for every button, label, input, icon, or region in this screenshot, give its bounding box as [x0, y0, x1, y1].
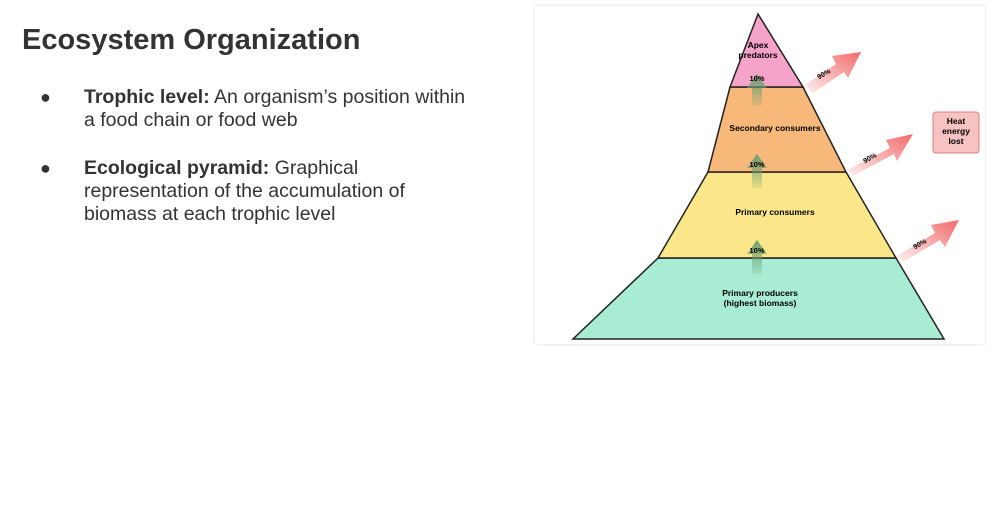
- transfer-percent-label: 10%: [749, 160, 764, 169]
- transfer-percent-label: 10%: [749, 246, 764, 255]
- tier-label: (highest biomass): [724, 298, 797, 308]
- transfer-percent-label: 10%: [749, 74, 764, 83]
- tier-label: Primary consumers: [735, 207, 815, 217]
- heat-loss-arrow: [847, 134, 913, 176]
- heat-loss-arrow: [897, 220, 959, 262]
- energy-transfer-arrow: [747, 154, 767, 188]
- heat-loss-arrow: [805, 52, 861, 93]
- tier-label: predators: [738, 50, 777, 60]
- ecological-pyramid-figure: Heat energy lost Apex predators Secondar…: [535, 6, 985, 344]
- bullet-term: Ecological pyramid:: [84, 157, 270, 179]
- heat-box-label: Heat: [947, 116, 966, 126]
- heat-box-label: energy: [942, 126, 970, 136]
- energy-transfer-arrow: [747, 240, 767, 274]
- energy-transfer-arrow: [747, 74, 767, 106]
- bullet-ecological-pyramid: ● Ecological pyramid: Graphical represen…: [40, 157, 480, 226]
- pyramid-svg: Heat energy lost Apex predators Secondar…: [571, 12, 980, 340]
- heat-energy-lost-box: [932, 111, 980, 154]
- bullet-text: Graphical representation of the accumula…: [84, 157, 405, 225]
- bullet-text: An organism’s position within a food cha…: [84, 86, 466, 131]
- bullet-term: Trophic level:: [84, 86, 210, 108]
- bullet-trophic-level: ● Trophic level: An organism’s position …: [40, 86, 480, 132]
- heat-box-label: lost: [948, 136, 963, 146]
- bullet-list: ● Trophic level: An organism’s position …: [40, 86, 480, 251]
- tier-label: Primary producers: [722, 288, 798, 298]
- slide-title: Ecosystem Organization: [22, 24, 361, 56]
- bullet-dot-icon: ●: [40, 87, 51, 107]
- bullet-dot-icon: ●: [40, 158, 51, 178]
- tier-label: Secondary consumers: [729, 123, 820, 133]
- tier-label: Apex: [748, 40, 769, 50]
- pyramid-tier-apex-predators: [728, 12, 805, 88]
